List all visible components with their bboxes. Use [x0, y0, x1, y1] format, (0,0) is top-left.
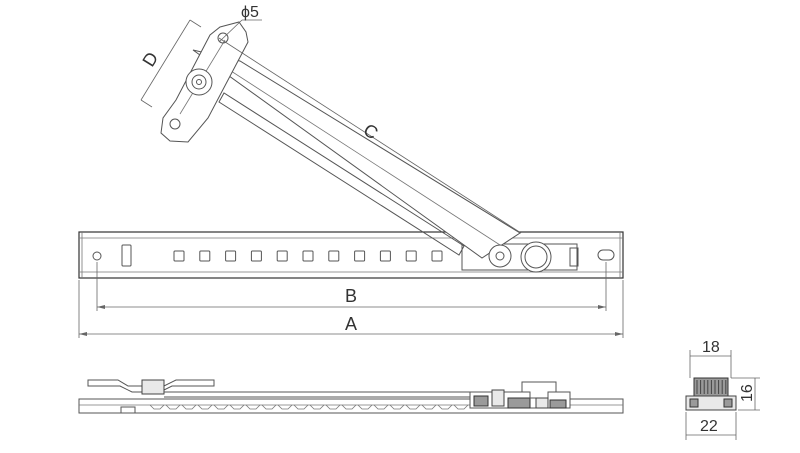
- end-view: 18 16 22: [685, 339, 760, 440]
- rail-square-hole: [173, 250, 185, 262]
- rail-slot-right: [597, 249, 615, 261]
- side-tooth: [373, 404, 389, 410]
- side-tooth: [341, 404, 357, 410]
- stay-arm-slot: [218, 92, 465, 256]
- side-slider-part-3: [507, 397, 531, 409]
- rail-square-hole: [354, 250, 366, 262]
- side-base-teeth: [149, 404, 469, 410]
- rail-hole-left: [92, 251, 102, 261]
- d-dim-line: [140, 19, 191, 101]
- diameter-leader: [218, 19, 243, 43]
- rail-square-holes: [173, 250, 443, 262]
- pivot-outer: [185, 68, 213, 96]
- rail-square-hole: [225, 250, 237, 262]
- arm-end-pivot: [488, 244, 512, 268]
- side-tooth: [277, 404, 293, 410]
- side-tooth: [357, 404, 373, 410]
- side-tooth: [261, 404, 277, 410]
- side-tooth: [453, 404, 469, 410]
- rail-square-hole: [405, 250, 417, 262]
- rail-outline: [78, 231, 624, 279]
- rail-square-hole: [250, 250, 262, 262]
- pivot-center: [196, 79, 202, 85]
- side-slider-part-4: [535, 397, 549, 409]
- c-dim-line: [218, 37, 522, 234]
- rail-square-hole: [431, 250, 443, 262]
- w18-label: 18: [702, 339, 720, 356]
- b-arrow-right: [598, 305, 606, 309]
- side-tooth: [421, 404, 437, 410]
- end-base-tab-left: [689, 398, 699, 408]
- side-tooth: [325, 404, 341, 410]
- slider-roller-inner: [524, 245, 548, 269]
- stay-arm: [192, 49, 521, 259]
- side-tooth: [293, 404, 309, 410]
- rail-square-hole: [328, 250, 340, 262]
- h16-label: 16: [739, 384, 756, 402]
- side-tooth: [197, 404, 213, 410]
- bracket-hole-top: [217, 32, 229, 44]
- stay-arm-inner-line: [213, 59, 501, 246]
- b-arrow-left: [97, 305, 105, 309]
- side-pivot-block: [141, 379, 165, 395]
- end-knob-knurl: [696, 380, 727, 394]
- side-tooth: [309, 404, 325, 410]
- rail-square-hole: [302, 250, 314, 262]
- rail-top-view: [78, 231, 624, 279]
- side-slider-part-5: [549, 399, 567, 409]
- a-arrow-right: [615, 332, 623, 336]
- side-slider-part-2: [491, 389, 505, 407]
- w22-label: 22: [700, 418, 718, 435]
- rail-dimensions: B A: [78, 262, 624, 338]
- rail-slot-tall: [121, 244, 132, 267]
- side-base-tab: [120, 406, 136, 414]
- a-arrow-left: [79, 332, 87, 336]
- arm-assembly: [160, 21, 521, 268]
- rail-square-hole: [199, 250, 211, 262]
- side-slider-part-1: [473, 395, 489, 407]
- side-view: [78, 379, 624, 414]
- side-tooth: [389, 404, 405, 410]
- slider-end-tab: [569, 247, 579, 267]
- diameter-label: ϕ5: [241, 4, 259, 21]
- pivot-inner: [191, 74, 207, 90]
- arm-end-pivot-center: [495, 251, 505, 261]
- rail-square-hole: [379, 250, 391, 262]
- side-tooth: [229, 404, 245, 410]
- side-tooth: [405, 404, 421, 410]
- b-label: B: [345, 286, 357, 306]
- d-label: D: [138, 48, 162, 70]
- side-tooth: [165, 404, 181, 410]
- bracket-hole-bottom: [169, 118, 181, 130]
- side-tooth: [437, 404, 453, 410]
- a-label: A: [345, 314, 357, 334]
- rail-square-hole: [276, 250, 288, 262]
- side-tooth: [149, 404, 165, 410]
- side-tooth: [245, 404, 261, 410]
- side-tooth: [213, 404, 229, 410]
- side-tooth: [181, 404, 197, 410]
- d-ext-bottom: [140, 99, 153, 108]
- d-ext-top: [189, 19, 202, 28]
- end-base-tab-right: [723, 398, 733, 408]
